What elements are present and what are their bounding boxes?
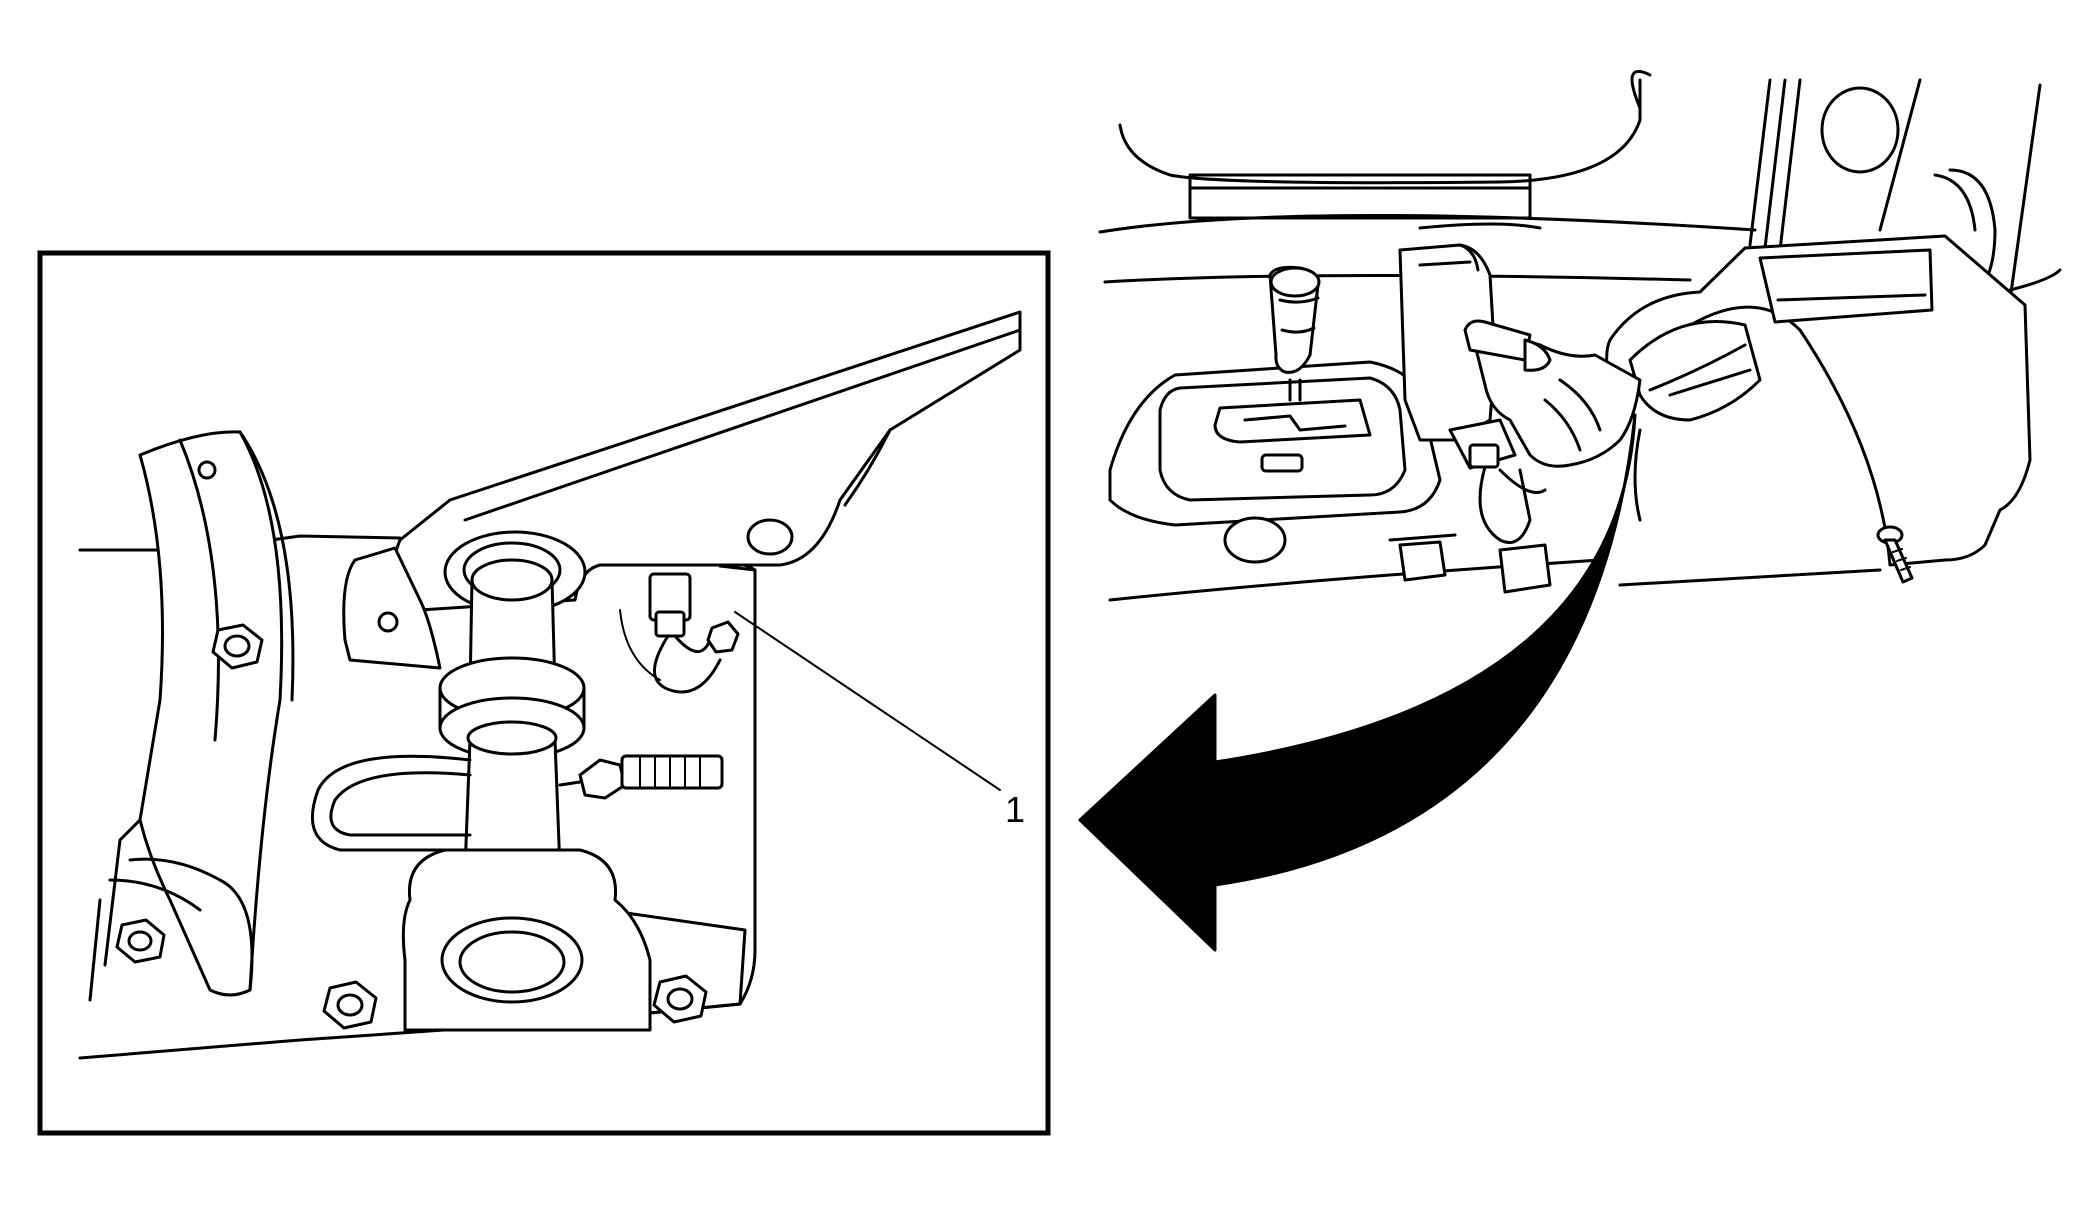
adjuster-bolt bbox=[558, 754, 724, 800]
callout-1-leader bbox=[734, 611, 1001, 791]
side-flange bbox=[342, 546, 442, 670]
parking-brake-lever bbox=[1398, 243, 1497, 442]
console-overview bbox=[1098, 69, 2062, 602]
shift-lock-switch bbox=[619, 572, 740, 694]
console-screw bbox=[1876, 525, 1914, 584]
bolt-upper-left bbox=[211, 623, 264, 670]
callout-number: 1 bbox=[1005, 789, 1025, 830]
bolt-lower-left-1 bbox=[115, 918, 166, 964]
trim-panel bbox=[108, 430, 295, 997]
pivot-mount bbox=[401, 848, 652, 1032]
detail-inset: 1 bbox=[37, 250, 1051, 1136]
center-console bbox=[1605, 234, 2032, 567]
vehicle-body bbox=[1098, 69, 1882, 602]
b-pillar bbox=[1748, 78, 2062, 302]
bracket-hole bbox=[746, 518, 794, 556]
bolt-lower-left-2 bbox=[322, 980, 378, 1030]
wiring-harness bbox=[1388, 418, 1552, 594]
cable-loop bbox=[310, 754, 472, 852]
bolt-lower-right bbox=[652, 974, 708, 1024]
shift-shaft bbox=[438, 530, 587, 872]
shifter-assembly bbox=[1108, 265, 1442, 564]
shifter-boot bbox=[1463, 319, 1642, 468]
curved-arrow-icon bbox=[1078, 413, 1637, 952]
